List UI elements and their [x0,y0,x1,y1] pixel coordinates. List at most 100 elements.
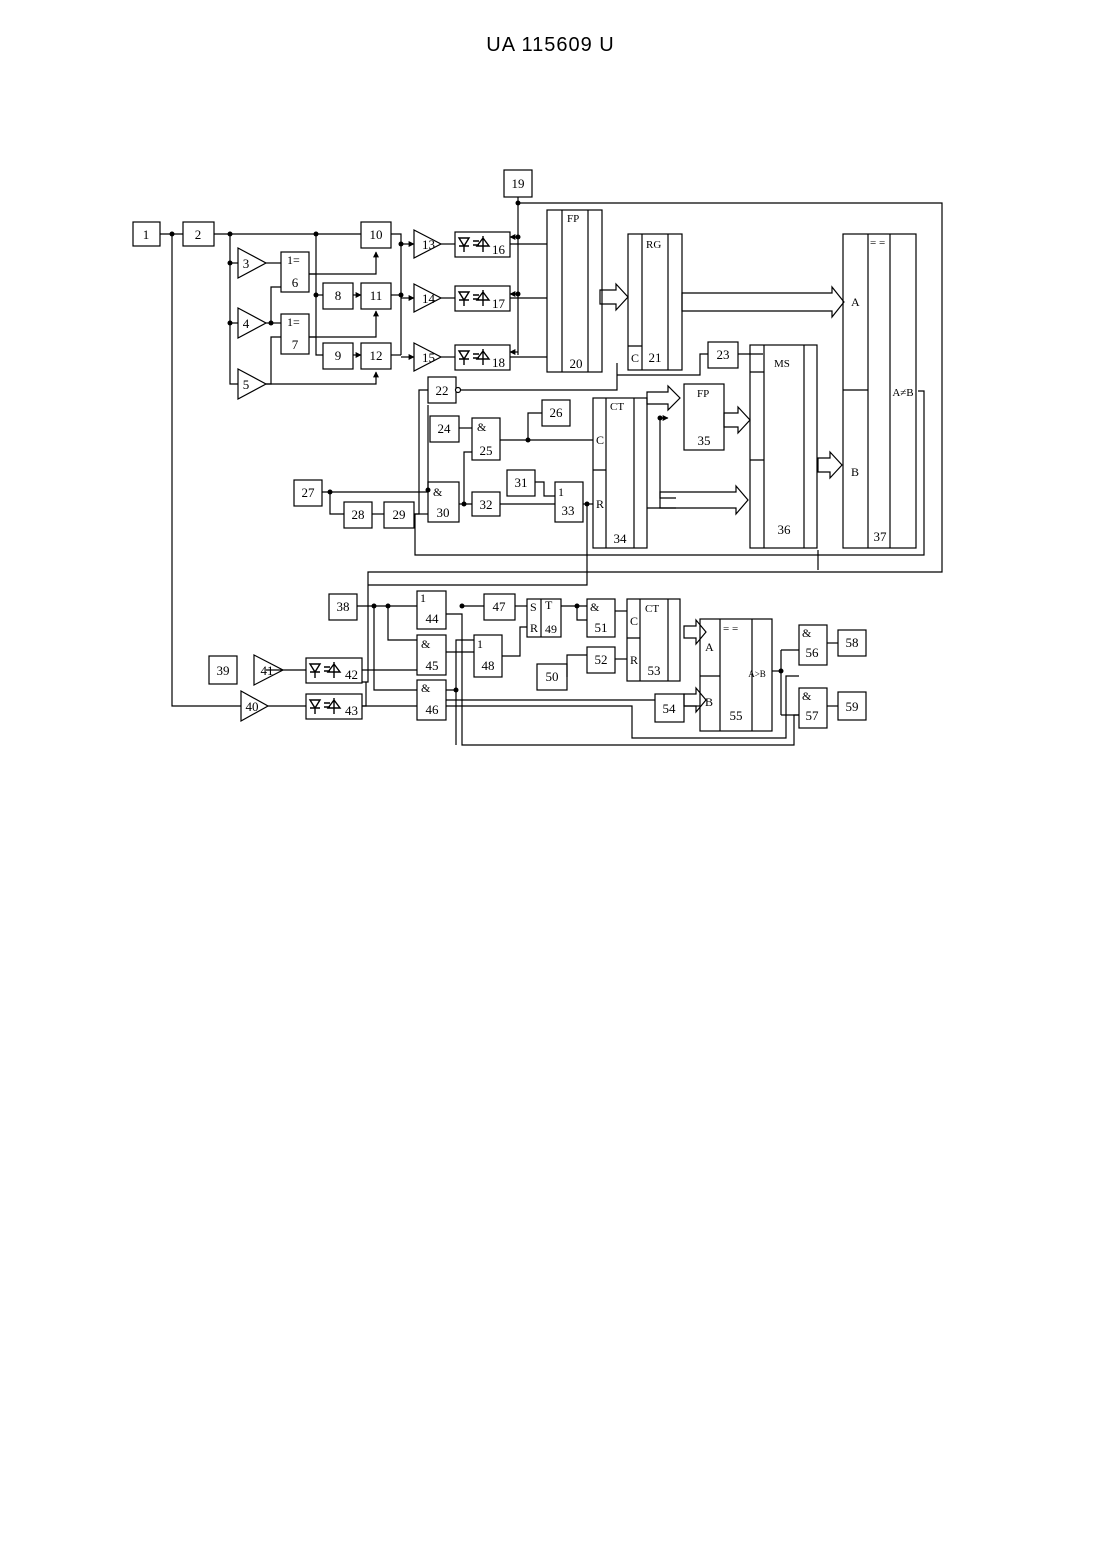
svg-text:36: 36 [778,522,792,537]
block-20-fp [547,210,602,372]
svg-text:50: 50 [546,669,559,684]
svg-text:1: 1 [420,591,426,605]
svg-text:A>B: A>B [748,669,766,679]
svg-text:46: 46 [426,702,440,717]
svg-text:17: 17 [492,296,506,311]
svg-text:&: & [802,626,812,640]
svg-text:1: 1 [477,637,483,651]
svg-text:RG: RG [646,239,661,251]
svg-text:A: A [851,295,860,309]
svg-text:38: 38 [337,599,350,614]
svg-text:2: 2 [195,227,202,242]
svg-text:9: 9 [335,348,342,363]
svg-text:1=: 1= [287,315,300,329]
svg-text:25: 25 [480,443,493,458]
svg-text:1: 1 [143,227,150,242]
svg-text:35: 35 [698,433,711,448]
svg-text:12: 12 [370,348,383,363]
svg-text:55: 55 [730,708,743,723]
svg-text:CT: CT [610,401,624,413]
svg-text:B: B [705,695,713,709]
svg-text:3: 3 [243,256,250,271]
svg-text:&: & [433,485,443,499]
svg-text:&: & [421,681,431,695]
svg-text:41: 41 [261,663,274,678]
svg-text:11: 11 [370,288,383,303]
svg-text:7: 7 [292,337,299,352]
svg-text:59: 59 [846,699,859,714]
svg-text:45: 45 [426,658,439,673]
svg-text:34: 34 [614,531,628,546]
svg-text:FP: FP [567,213,579,225]
svg-text:15: 15 [422,350,435,365]
svg-text:16: 16 [492,242,506,257]
svg-text:57: 57 [806,708,820,723]
svg-text:1=: 1= [287,253,300,267]
svg-text:8: 8 [335,288,342,303]
svg-text:18: 18 [492,355,505,370]
svg-text:26: 26 [550,405,564,420]
svg-text:27: 27 [302,485,316,500]
labels: 1 2 3 4 5 1= 6 1= 7 8 9 10 11 12 13 14 1… [143,176,914,723]
svg-text:&: & [421,637,431,651]
svg-text:R: R [596,497,604,511]
svg-text:B: B [851,465,859,479]
junctions [170,201,784,693]
svg-text:C: C [630,614,638,628]
svg-text:32: 32 [480,497,493,512]
svg-text:30: 30 [437,505,450,520]
svg-text:28: 28 [352,507,365,522]
svg-text:31: 31 [515,475,528,490]
svg-text:44: 44 [426,611,440,626]
svg-text:13: 13 [422,237,435,252]
svg-text:C: C [631,351,639,365]
svg-text:&: & [802,689,812,703]
svg-text:= =: = = [870,237,885,249]
svg-text:MS: MS [774,358,790,370]
svg-text:54: 54 [663,701,677,716]
svg-text:A: A [705,640,714,654]
svg-text:24: 24 [438,421,452,436]
svg-text:5: 5 [243,377,250,392]
svg-text:A≠B: A≠B [892,387,913,399]
svg-text:51: 51 [595,620,608,635]
svg-text:52: 52 [595,652,608,667]
svg-text:R: R [530,621,538,635]
svg-text:22: 22 [436,383,449,398]
svg-text:= =: = = [723,623,738,635]
amplifiers [238,230,441,721]
svg-text:R: R [630,653,638,667]
svg-text:53: 53 [648,663,661,678]
svg-text:48: 48 [482,658,495,673]
svg-text:&: & [590,600,600,614]
wires [160,197,942,745]
svg-text:1: 1 [558,485,564,499]
svg-text:19: 19 [512,176,525,191]
svg-text:20: 20 [570,356,583,371]
svg-text:47: 47 [493,599,507,614]
svg-text:42: 42 [345,667,358,682]
block-36-ms [750,345,817,548]
svg-text:CT: CT [645,603,659,615]
svg-text:56: 56 [806,645,820,660]
svg-text:21: 21 [649,350,662,365]
svg-text:58: 58 [846,635,859,650]
svg-text:39: 39 [217,663,230,678]
svg-text:49: 49 [545,622,557,636]
svg-text:S: S [530,600,537,614]
svg-text:40: 40 [246,699,259,714]
svg-text:37: 37 [874,529,888,544]
svg-text:4: 4 [243,316,250,331]
svg-text:10: 10 [370,227,383,242]
svg-text:6: 6 [292,275,299,290]
svg-text:33: 33 [562,503,575,518]
svg-text:FP: FP [697,388,709,400]
svg-text:14: 14 [422,291,436,306]
block-34-ct [593,398,647,548]
svg-text:T: T [545,598,553,612]
svg-text:&: & [477,420,487,434]
svg-text:43: 43 [345,703,358,718]
svg-text:29: 29 [393,507,406,522]
svg-text:C: C [596,433,604,447]
